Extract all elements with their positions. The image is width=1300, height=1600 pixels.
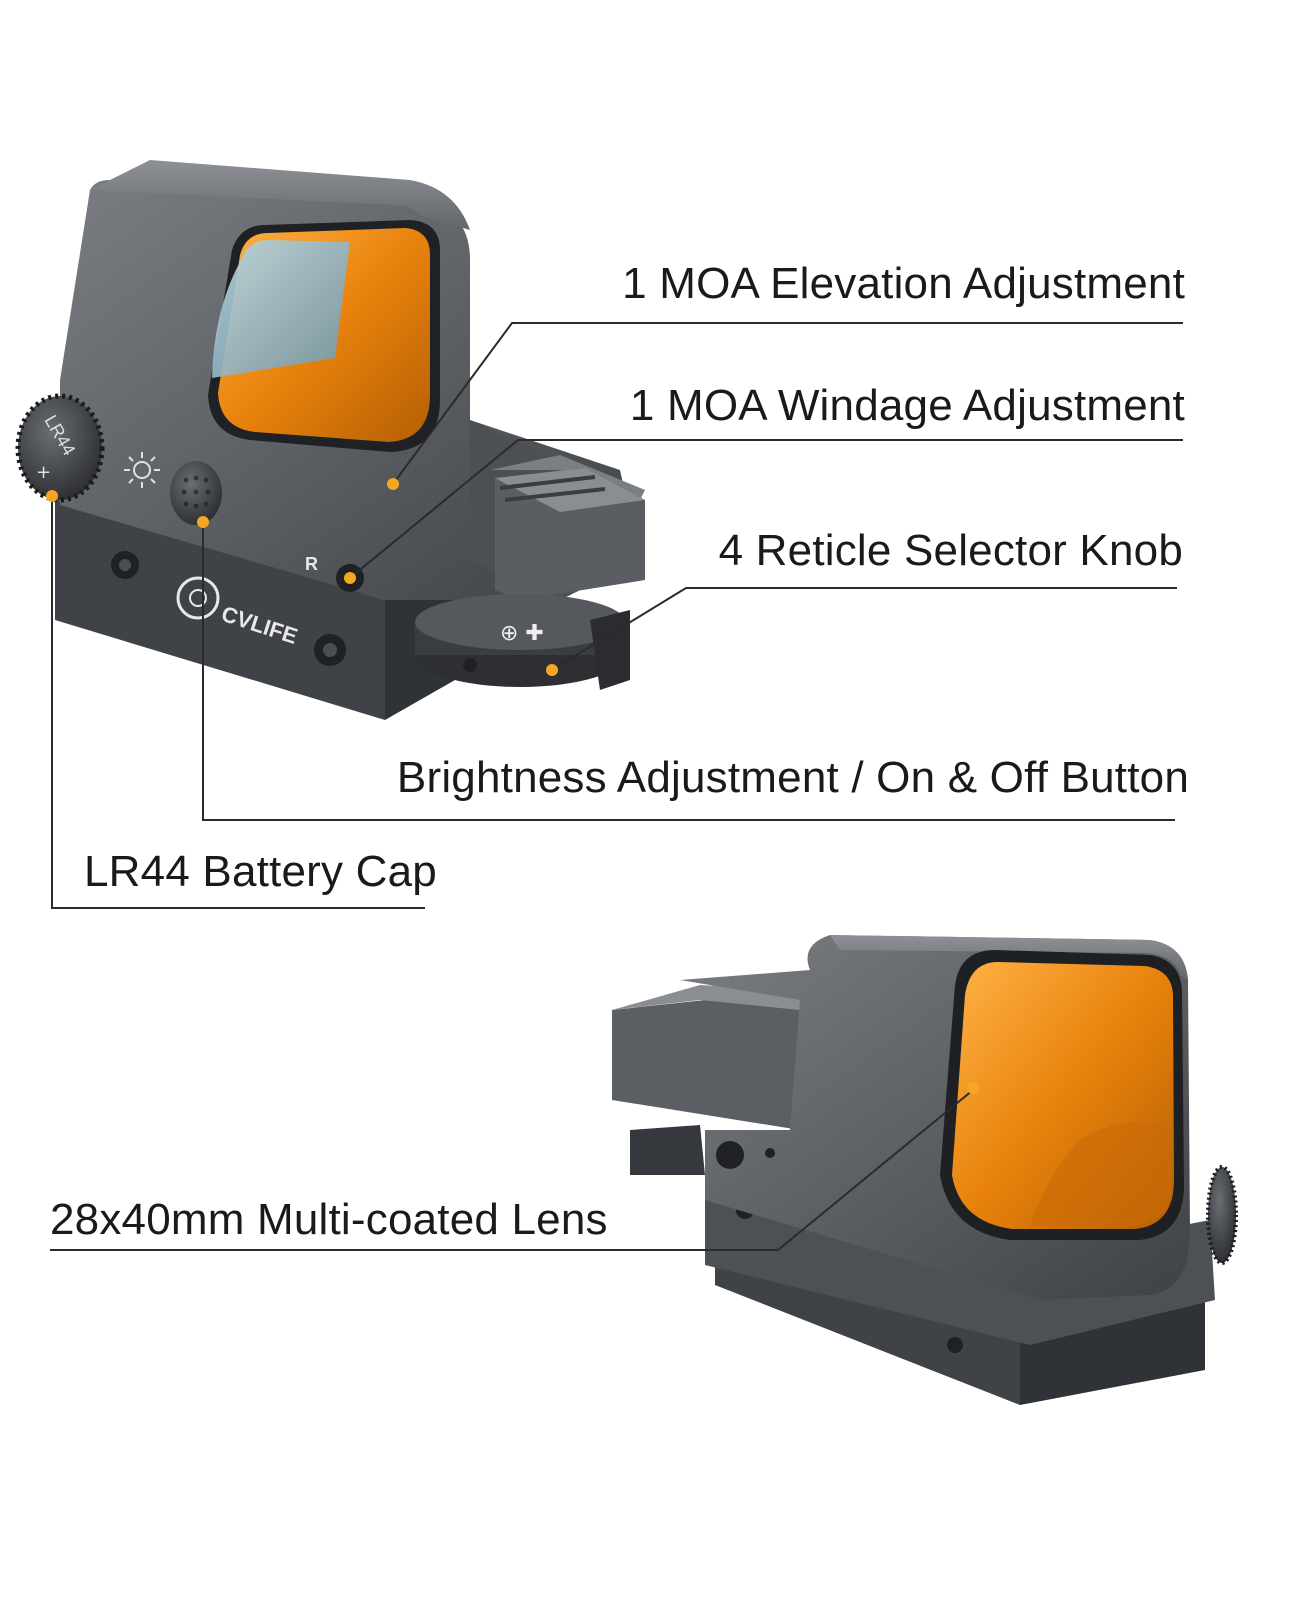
marker-dot-elevation	[387, 478, 399, 490]
leader-reticle	[551, 587, 1177, 671]
leader-windage	[349, 439, 1183, 579]
leader-brightness	[202, 522, 1175, 821]
callout-lens: 28x40mm Multi-coated Lens	[50, 1195, 608, 1244]
callout-brightness: Brightness Adjustment / On & Off Button	[396, 753, 1189, 802]
upper-sight-illustration: R ⊕ ✚	[15, 160, 645, 720]
leader-battery	[51, 496, 425, 909]
svg-text:+: +	[36, 462, 51, 483]
callout-elevation: 1 MOA Elevation Adjustment	[622, 259, 1185, 308]
marker-dot-brightness	[197, 516, 209, 528]
marker-dot-lens	[967, 1082, 979, 1094]
callout-battery: LR44 Battery Cap	[84, 847, 437, 896]
callout-reticle: 4 Reticle Selector Knob	[718, 526, 1183, 575]
lower-rear-block	[612, 990, 800, 1130]
upper-hood-top	[90, 160, 470, 230]
svg-text:R: R	[305, 554, 318, 574]
callout-windage: 1 MOA Windage Adjustment	[629, 381, 1185, 430]
leader-elevation	[392, 322, 1183, 485]
leader-lines	[50, 322, 1183, 1251]
marker-dot-windage	[344, 572, 356, 584]
battery-cap	[18, 396, 102, 500]
marker-dots	[46, 478, 979, 1094]
marker-dot-reticle	[546, 664, 558, 676]
svg-text:⊕ ✚: ⊕ ✚	[500, 621, 544, 646]
upper-rail-side	[55, 500, 385, 720]
lower-side-knob	[1208, 1167, 1236, 1263]
marker-dot-battery	[46, 490, 58, 502]
lens-blue-glass	[212, 240, 350, 378]
lower-sight-illustration	[612, 935, 1238, 1405]
leader-lens	[50, 1089, 974, 1251]
sun-icon	[124, 452, 160, 488]
